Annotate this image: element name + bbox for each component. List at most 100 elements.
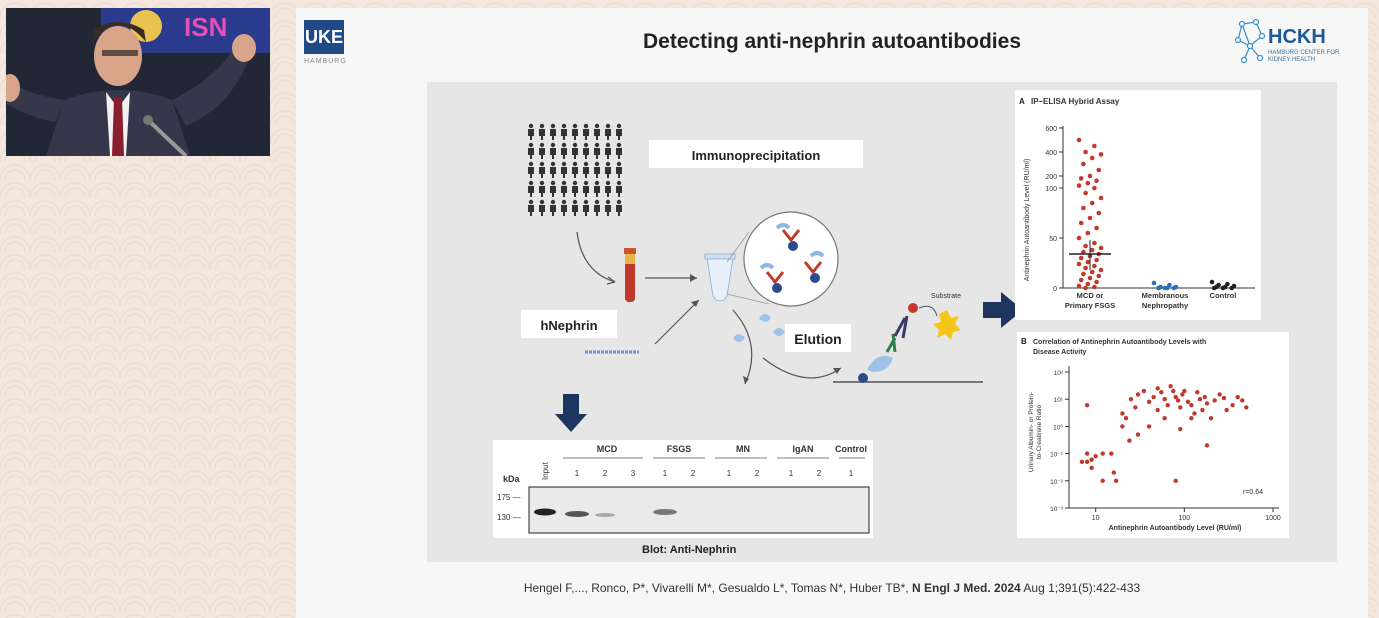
panel-a-point [1079, 176, 1084, 181]
panel-a-point [1083, 191, 1088, 196]
blot-band-mcd-2 [595, 513, 615, 517]
panel-b-point [1168, 384, 1172, 388]
panel-a-point [1077, 262, 1082, 267]
panel-b-point [1112, 470, 1116, 474]
person-icon [584, 162, 588, 166]
blot-membrane [529, 487, 869, 533]
panel-a-point [1083, 150, 1088, 155]
panel-b-point [1230, 403, 1234, 407]
panel-b-point [1192, 411, 1196, 415]
panel-a-title: IP–ELISA Hybrid Assay [1031, 97, 1120, 106]
panel-b-point [1171, 389, 1175, 393]
panel-b-ytick: 10⁰ [1053, 423, 1063, 431]
person-icon [595, 143, 599, 147]
panel-a-point [1077, 284, 1082, 289]
panel-b-xtick: 10 [1092, 515, 1100, 522]
person-icon [562, 200, 566, 204]
person-icon [595, 181, 599, 185]
panel-a-point [1212, 286, 1217, 291]
panel-b-point [1189, 403, 1193, 407]
person-icon [562, 162, 566, 166]
panel-b-point [1198, 397, 1202, 401]
panel-b-ylabel-1: Urinary Albumin- or Protein- [1028, 392, 1035, 472]
panel-b-ytick: 10⁻² [1050, 479, 1064, 486]
panel-b-point [1176, 398, 1180, 402]
panel-a-point [1081, 272, 1086, 277]
panel-a-point [1081, 162, 1086, 167]
person-icon [551, 124, 555, 128]
panel-a-point [1099, 268, 1104, 273]
blot-band-mcd-1 [565, 511, 589, 517]
panel-b-point [1178, 427, 1182, 431]
panel-b-point [1147, 400, 1151, 404]
panel-b-point [1147, 424, 1151, 428]
panel-a-point [1086, 260, 1091, 265]
panel-b-point [1209, 416, 1213, 420]
panel-a-point [1081, 206, 1086, 211]
panel-a-point [1092, 186, 1097, 191]
panel-a-point [1172, 286, 1177, 291]
panel-a-point [1099, 152, 1104, 157]
panel-b-ylabel-2: to-Creatinine Ratio [1036, 405, 1043, 460]
panel-b-point [1080, 460, 1084, 464]
panel-b-point [1159, 390, 1163, 394]
panel-b-xtick: 100 [1179, 515, 1191, 522]
blot-lane-label: 1 [727, 469, 732, 478]
panel-a-point [1152, 281, 1157, 286]
panel-b-point [1085, 451, 1089, 455]
panel-a-point [1094, 226, 1099, 231]
blot-lane-label: 1 [575, 469, 580, 478]
person-icon [540, 200, 544, 204]
citation-details: Aug 1;391(5):422-433 [1021, 581, 1140, 595]
blot-lane-label: 3 [631, 469, 636, 478]
panel-b-point [1200, 408, 1204, 412]
panel-a-point [1097, 211, 1102, 216]
panel-b-ytick: 10⁻³ [1050, 506, 1064, 513]
marker-130: 130 — [497, 513, 521, 522]
person-icon [551, 200, 555, 204]
person-icon [584, 181, 588, 185]
panel-b-point [1178, 405, 1182, 409]
person-icon [529, 200, 533, 204]
magnified-view-circle [744, 212, 838, 306]
blot-lane-label: 1 [663, 469, 668, 478]
blot-group-label: MCD [597, 444, 618, 454]
panel-b-point [1109, 451, 1113, 455]
panel-a-point [1092, 144, 1097, 149]
panel-a-point [1094, 280, 1099, 285]
panel-a-ylabel: Antinephrin Autoantibody Level (RU/ml) [1024, 159, 1031, 282]
panel-a-point [1097, 274, 1102, 279]
panel-a-category: Membranous [1142, 291, 1189, 300]
panel-b-point [1151, 395, 1155, 399]
blot-group-label: FSGS [667, 444, 692, 454]
panel-b-point [1213, 398, 1217, 402]
panel-a-point [1077, 236, 1082, 241]
panel-b-ytick: 10¹ [1054, 397, 1064, 404]
panel-b-chart: B Correlation of Antinephrin Autoantibod… [1017, 332, 1289, 538]
panel-b-point [1127, 438, 1131, 442]
person-icon [551, 181, 555, 185]
panel-a-point [1086, 282, 1091, 287]
panel-b-point [1089, 457, 1093, 461]
figure-panel: Immunoprecipitation hNephrin [427, 82, 1337, 562]
panel-a-category: Control [1210, 291, 1237, 300]
blot-group-label: MN [736, 444, 750, 454]
panel-b-point [1244, 405, 1248, 409]
r-value-label: r=0.64 [1243, 489, 1263, 496]
panel-a-point [1077, 138, 1082, 143]
person-icon [573, 143, 577, 147]
panel-a-point [1077, 183, 1082, 188]
panel-a-chart: A IP–ELISA Hybrid Assay Antinephrin Auto… [1015, 90, 1261, 320]
speaker-video: ISN [6, 8, 270, 156]
person-icon [584, 124, 588, 128]
hckh-logo: HCKH HAMBURG CENTER FOR KIDNEY HEALTH [1234, 18, 1346, 72]
eppendorf-tube-icon [705, 254, 735, 301]
blot-band-input [534, 509, 556, 516]
panel-a-ytick: 50 [1049, 236, 1057, 243]
person-icon [529, 143, 533, 147]
blot-input-label: Input [541, 461, 550, 480]
person-icon [562, 181, 566, 185]
isn-logo-text: ISN [184, 12, 227, 42]
panel-b-point [1085, 460, 1089, 464]
panel-a-category-line2: Primary FSGS [1065, 301, 1115, 310]
